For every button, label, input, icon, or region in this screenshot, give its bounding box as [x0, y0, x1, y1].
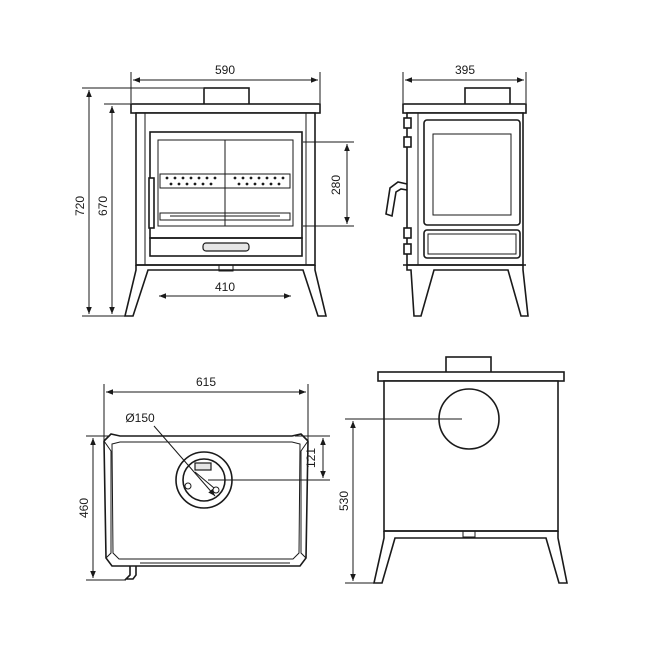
rear-legs [373, 531, 568, 584]
top-dimension-lines [86, 384, 330, 581]
front-view [123, 87, 328, 317]
side-view [385, 87, 529, 317]
front-door-handle [148, 177, 155, 229]
top-handle-stub [124, 566, 137, 580]
side-dimension-lines [402, 72, 527, 103]
dim-front-leg-span: 410 [215, 280, 235, 294]
rear-body [383, 380, 559, 532]
dim-rear-flue-height: 530 [337, 491, 351, 511]
dim-front-body-height: 670 [96, 196, 110, 216]
front-top-plate [130, 103, 321, 114]
front-flue-collar [203, 87, 250, 106]
front-air-slider [202, 242, 250, 252]
front-ash-lip [149, 237, 303, 257]
rear-top-plate [377, 371, 565, 382]
dim-side-depth: 395 [455, 63, 475, 77]
dim-top-flue-offset: 121 [304, 448, 318, 468]
side-panel [423, 119, 521, 226]
side-legs [406, 265, 529, 317]
dim-top-flue-diameter: Ø150 [125, 411, 155, 425]
top-outline [103, 433, 309, 567]
front-grate [165, 176, 285, 186]
rear-view [373, 356, 568, 584]
rear-dimension-lines [345, 418, 462, 584]
side-top-plate [402, 103, 527, 114]
top-view [103, 433, 309, 580]
front-dimension-lines [82, 72, 354, 317]
dim-top-depth: 460 [77, 498, 91, 518]
dim-front-total-height: 720 [73, 196, 87, 216]
side-body [406, 112, 524, 266]
dim-front-door-height: 280 [329, 175, 343, 195]
dim-top-width: 615 [196, 375, 216, 389]
dim-front-width: 590 [215, 63, 235, 77]
side-flue-collar [464, 87, 511, 106]
side-door-handle [385, 181, 408, 218]
side-lower-panel [423, 229, 521, 259]
side-panel-inset [432, 133, 512, 216]
front-legs [123, 265, 328, 317]
